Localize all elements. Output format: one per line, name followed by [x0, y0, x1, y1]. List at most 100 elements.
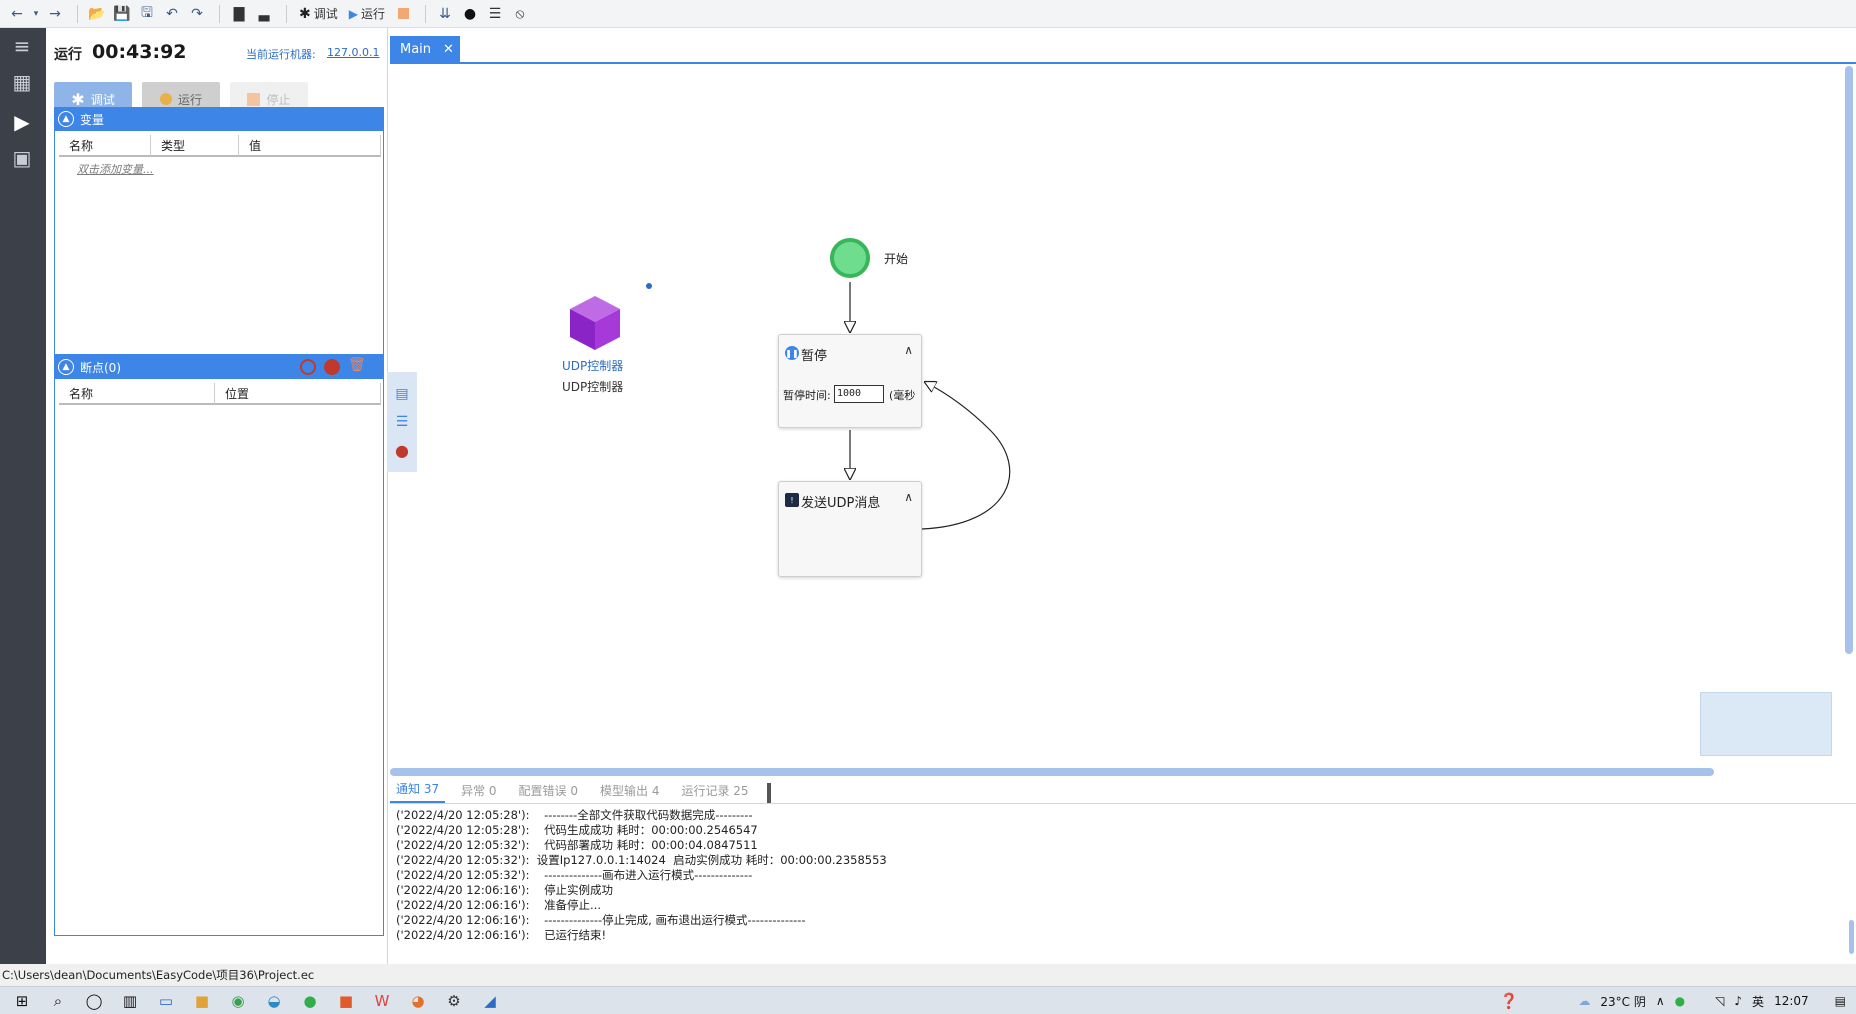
- edge-icon[interactable]: ◒: [267, 991, 281, 1010]
- help-icon[interactable]: ❓: [1499, 992, 1519, 1010]
- breakpoints-col-name[interactable]: 名称: [59, 383, 215, 405]
- toolbar-run-label: 运行: [360, 7, 385, 21]
- save-all-icon[interactable]: 🖫: [141, 4, 153, 21]
- log-line: ('2022/4/20 12:05:32'): --------------画布…: [396, 868, 753, 882]
- cortana-icon[interactable]: ◯: [85, 991, 103, 1010]
- log-line: ('2022/4/20 12:06:16'): 准备停止...: [396, 898, 602, 912]
- layers-icon[interactable]: ≡: [13, 34, 31, 58]
- variables-col-value[interactable]: 值: [239, 135, 381, 157]
- log-tab-config-errors[interactable]: 配置错误 0: [518, 784, 578, 798]
- network-icon[interactable]: ◹: [1715, 994, 1725, 1008]
- main-toolbar: ← ▾ → 📂 💾 🖫 ↶ ↷ ▇ ▃ ✱ 调试 ▶ 运行 ⇊ ● ☰ ⦸: [0, 0, 1856, 28]
- open-folder-icon[interactable]: 📂: [88, 5, 106, 22]
- chrome-icon[interactable]: ◉: [231, 991, 245, 1010]
- variables-col-name[interactable]: 名称: [59, 135, 151, 157]
- ime-indicator[interactable]: 英: [1752, 994, 1765, 1009]
- wps-icon[interactable]: W: [374, 991, 390, 1010]
- canvas-minimap[interactable]: [1700, 692, 1832, 756]
- file-explorer-icon[interactable]: ■: [194, 991, 210, 1010]
- breakpoint-filled-icon[interactable]: [324, 359, 340, 375]
- canvas-horizontal-scrollbar[interactable]: [390, 768, 1714, 776]
- tree-icon[interactable]: ☰: [395, 414, 409, 430]
- app-icon[interactable]: ■: [338, 991, 354, 1010]
- cube-icon[interactable]: [568, 294, 622, 352]
- windows-start-icon[interactable]: ⊞: [15, 991, 29, 1010]
- collapse-icon[interactable]: ▲: [58, 359, 74, 375]
- log-scrollbar[interactable]: [1849, 920, 1854, 954]
- package-icon[interactable]: ▣: [12, 146, 32, 170]
- breakpoints-header[interactable]: ▲ 断点(0) 🗑: [54, 355, 384, 379]
- easycode-icon[interactable]: ◢: [484, 991, 496, 1010]
- breakpoint-icon[interactable]: ●: [395, 440, 409, 460]
- task-view-icon[interactable]: ▥: [122, 991, 138, 1010]
- play-circle-icon[interactable]: ▶: [14, 110, 30, 134]
- align-top-icon[interactable]: ▇: [233, 5, 245, 22]
- chevron-up-icon[interactable]: ∧: [904, 343, 913, 357]
- add-variable-hint[interactable]: 双击添加变量...: [77, 163, 154, 176]
- left-rail: ≡ ▦ ▶ ▣: [0, 28, 46, 964]
- start-node[interactable]: [830, 238, 870, 278]
- toolbar-debug-button[interactable]: ✱ 调试: [295, 3, 342, 25]
- clock[interactable]: 12:07: [1774, 994, 1809, 1008]
- back-icon[interactable]: ←: [11, 5, 23, 22]
- taskbar: ⊞ ⌕ ◯ ▥ ▭ ■ ◉ ◒ ● ■ W ◕ ⚙ ◢ ❓ ☁ 23°C 阴 ∧…: [0, 986, 1856, 1014]
- wechat-tray-icon[interactable]: ●: [1674, 994, 1686, 1008]
- close-icon[interactable]: ✕: [443, 42, 454, 57]
- flow-canvas[interactable]: [390, 64, 1856, 778]
- trash-icon[interactable]: 🗑: [348, 357, 366, 373]
- badge-icon[interactable]: ●: [463, 5, 477, 22]
- stop-icon[interactable]: [392, 3, 414, 25]
- log-tab-model-output[interactable]: 模型输出 4: [600, 784, 660, 798]
- start-node-label: 开始: [884, 252, 909, 266]
- run-timer: 00:43:92: [92, 41, 187, 63]
- pause-time-input[interactable]: 1000: [834, 385, 884, 403]
- log-line: ('2022/4/20 12:05:28'): --------全部文件获取代码…: [396, 808, 753, 822]
- toolbar-run-button[interactable]: ▶ 运行: [345, 3, 389, 25]
- download-icon[interactable]: ⇊: [439, 5, 451, 22]
- log-line: ('2022/4/20 12:06:16'): --------------停止…: [396, 913, 806, 927]
- chevron-up-icon[interactable]: ∧: [1655, 994, 1665, 1008]
- undo-icon[interactable]: ↶: [166, 5, 178, 22]
- log-tab-run-records[interactable]: 运行记录 25: [681, 784, 749, 798]
- log-tab-exceptions[interactable]: 异常 0: [461, 784, 497, 798]
- chevron-up-icon[interactable]: ∧: [904, 490, 913, 504]
- search-icon[interactable]: ⌕: [53, 991, 63, 1010]
- wechat-icon[interactable]: ●: [303, 991, 317, 1010]
- align-bottom-icon[interactable]: ▃: [258, 5, 270, 22]
- run-button-label: 运行: [177, 92, 202, 107]
- bug-icon: ✱: [299, 5, 311, 22]
- canvas-vertical-scrollbar[interactable]: [1845, 66, 1853, 654]
- send-udp-node[interactable]: ! 发送UDP消息 ∧: [778, 481, 922, 577]
- notification-icon[interactable]: ▤: [1834, 994, 1846, 1008]
- breakpoints-title: 断点(0): [80, 360, 121, 375]
- dropdown-icon[interactable]: ▾: [33, 8, 39, 19]
- forward-icon[interactable]: →: [49, 5, 61, 22]
- frame-icon[interactable]: ▤: [395, 386, 409, 402]
- notes-icon[interactable]: ☰: [488, 5, 502, 22]
- stop-button-label: 停止: [266, 92, 291, 107]
- run-panel: 运行 00:43:92 当前运行机器: 127.0.0.1 ✱ 调试 运行 停止…: [46, 28, 388, 964]
- settings-icon[interactable]: ⚙: [447, 991, 461, 1010]
- collapse-icon[interactable]: ▲: [58, 111, 74, 127]
- toolbar-divider: [286, 4, 287, 23]
- monitor-icon[interactable]: ▭: [158, 991, 174, 1010]
- pause-node[interactable]: ❚❚ 暂停 ∧ 暂停时间: 1000 (毫秒: [778, 334, 922, 428]
- log-line: ('2022/4/20 12:05:32'): 设置Ip127.0.0.1:14…: [396, 853, 887, 867]
- save-icon[interactable]: 💾: [113, 5, 131, 22]
- send-udp-node-title: 发送UDP消息: [801, 496, 881, 511]
- firefox-icon[interactable]: ◕: [411, 991, 425, 1010]
- no-entry-icon[interactable]: ⦸: [515, 5, 525, 22]
- redo-icon[interactable]: ↷: [191, 5, 203, 22]
- breakpoints-col-position[interactable]: 位置: [215, 383, 381, 405]
- variables-col-type[interactable]: 类型: [151, 135, 239, 157]
- breakpoint-outline-icon[interactable]: [300, 359, 316, 375]
- variables-header[interactable]: ▲ 变量: [54, 107, 384, 131]
- log-tab-notices[interactable]: 通知 37: [390, 780, 446, 803]
- machine-ip-link[interactable]: 127.0.0.1: [327, 46, 380, 59]
- weather-text[interactable]: 23°C 阴: [1600, 994, 1646, 1009]
- volume-icon[interactable]: ♪: [1734, 994, 1743, 1008]
- log-line: ('2022/4/20 12:06:16'): 已运行结束!: [396, 928, 607, 942]
- tab-main-label: Main: [400, 42, 432, 57]
- grid-icon[interactable]: ▦: [12, 70, 32, 94]
- tab-main[interactable]: Main ✕: [390, 36, 460, 63]
